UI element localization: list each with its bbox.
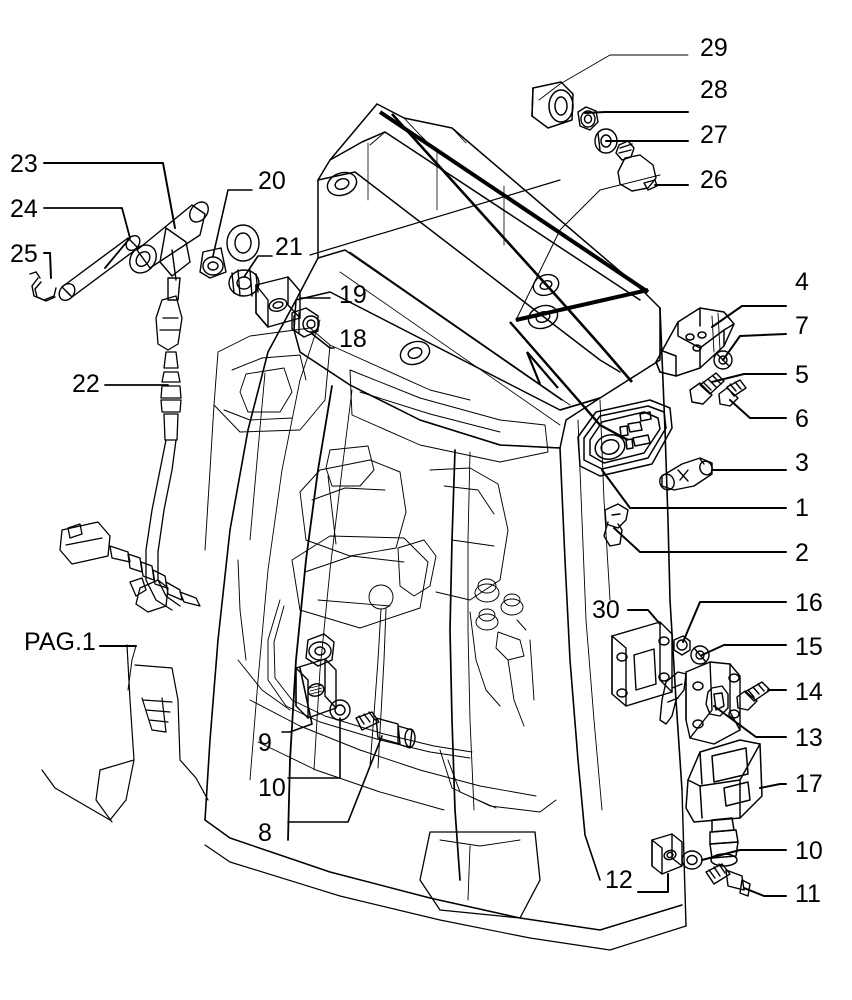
part-30-shim-plate [611,621,673,707]
callout-11: 11 [795,880,821,908]
roof-grommets [326,171,560,366]
callout-27: 27 [700,121,728,149]
part-9b-bushing [305,633,335,667]
callout-13: 13 [795,724,823,752]
callout-20: 20 [258,167,286,195]
page-reference-label: PAG.1 [24,628,96,656]
part-1-interior-light [577,399,673,477]
callout-10-lower-right: 10 [795,837,823,865]
callout-12: 12 [605,866,633,894]
cab-left-lower-panel [41,644,209,823]
part-23-t-handle [129,201,209,301]
part-2-clip [603,503,629,547]
callout-28: 28 [700,76,728,104]
callout-15: 15 [795,633,823,661]
callout-16: 16 [795,589,823,617]
callout-3: 3 [795,449,809,477]
part-29-sleeve [531,81,574,129]
callout-14: 14 [795,678,823,706]
part-15-lock-washer [690,645,710,665]
part-11-stud-bolt [705,863,751,897]
callout-1: 1 [795,494,809,522]
part-8-stud-pin [355,711,416,749]
callout-18: 18 [339,325,367,353]
callout-8: 8 [258,819,272,847]
part-28-hex-nut [577,106,599,131]
part-22-cable-assembly [59,295,201,613]
callout-21: 21 [275,233,303,261]
part-20b-washer [226,224,260,262]
callout-6: 6 [795,405,809,433]
callout-29: 29 [700,34,728,62]
callout-19: 19 [339,281,367,309]
part-16-nut [673,635,691,656]
part-25-clip [29,271,57,302]
part-21-spring-washer [228,269,260,297]
part-10-washer-lower [681,850,703,870]
callout-4: 4 [795,268,809,296]
callout-7: 7 [795,312,809,340]
callout-25: 25 [10,240,38,268]
part-17-striker-housing [685,739,763,867]
callout-5: 5 [795,361,809,389]
callout-30: 30 [592,596,620,624]
callout-22: 22 [72,370,100,398]
callout-2: 2 [795,539,809,567]
callout-17: 17 [795,770,823,798]
callout-24: 24 [10,195,38,223]
part-10-washer-mid [329,699,351,721]
part-26-stud-knob [615,140,658,192]
part-12-rubber-stop [651,833,683,875]
part-3-bulb [659,457,713,491]
part-18-threaded-bushing [291,307,320,338]
part-6-screw [718,379,747,407]
part-13-hinge [659,661,741,745]
callout-9: 9 [258,729,272,757]
callout-26: 26 [700,166,728,194]
cab-body [204,299,687,951]
part-24-rod [58,234,141,302]
cab-roof [293,103,661,449]
part-19-block-pad [255,276,301,328]
part-4-bracket [655,307,735,377]
callout-10-lower-left: 10 [258,774,286,802]
part-14-bolt [736,681,771,711]
part-20-bushing [199,247,227,279]
callout-23: 23 [10,150,38,178]
